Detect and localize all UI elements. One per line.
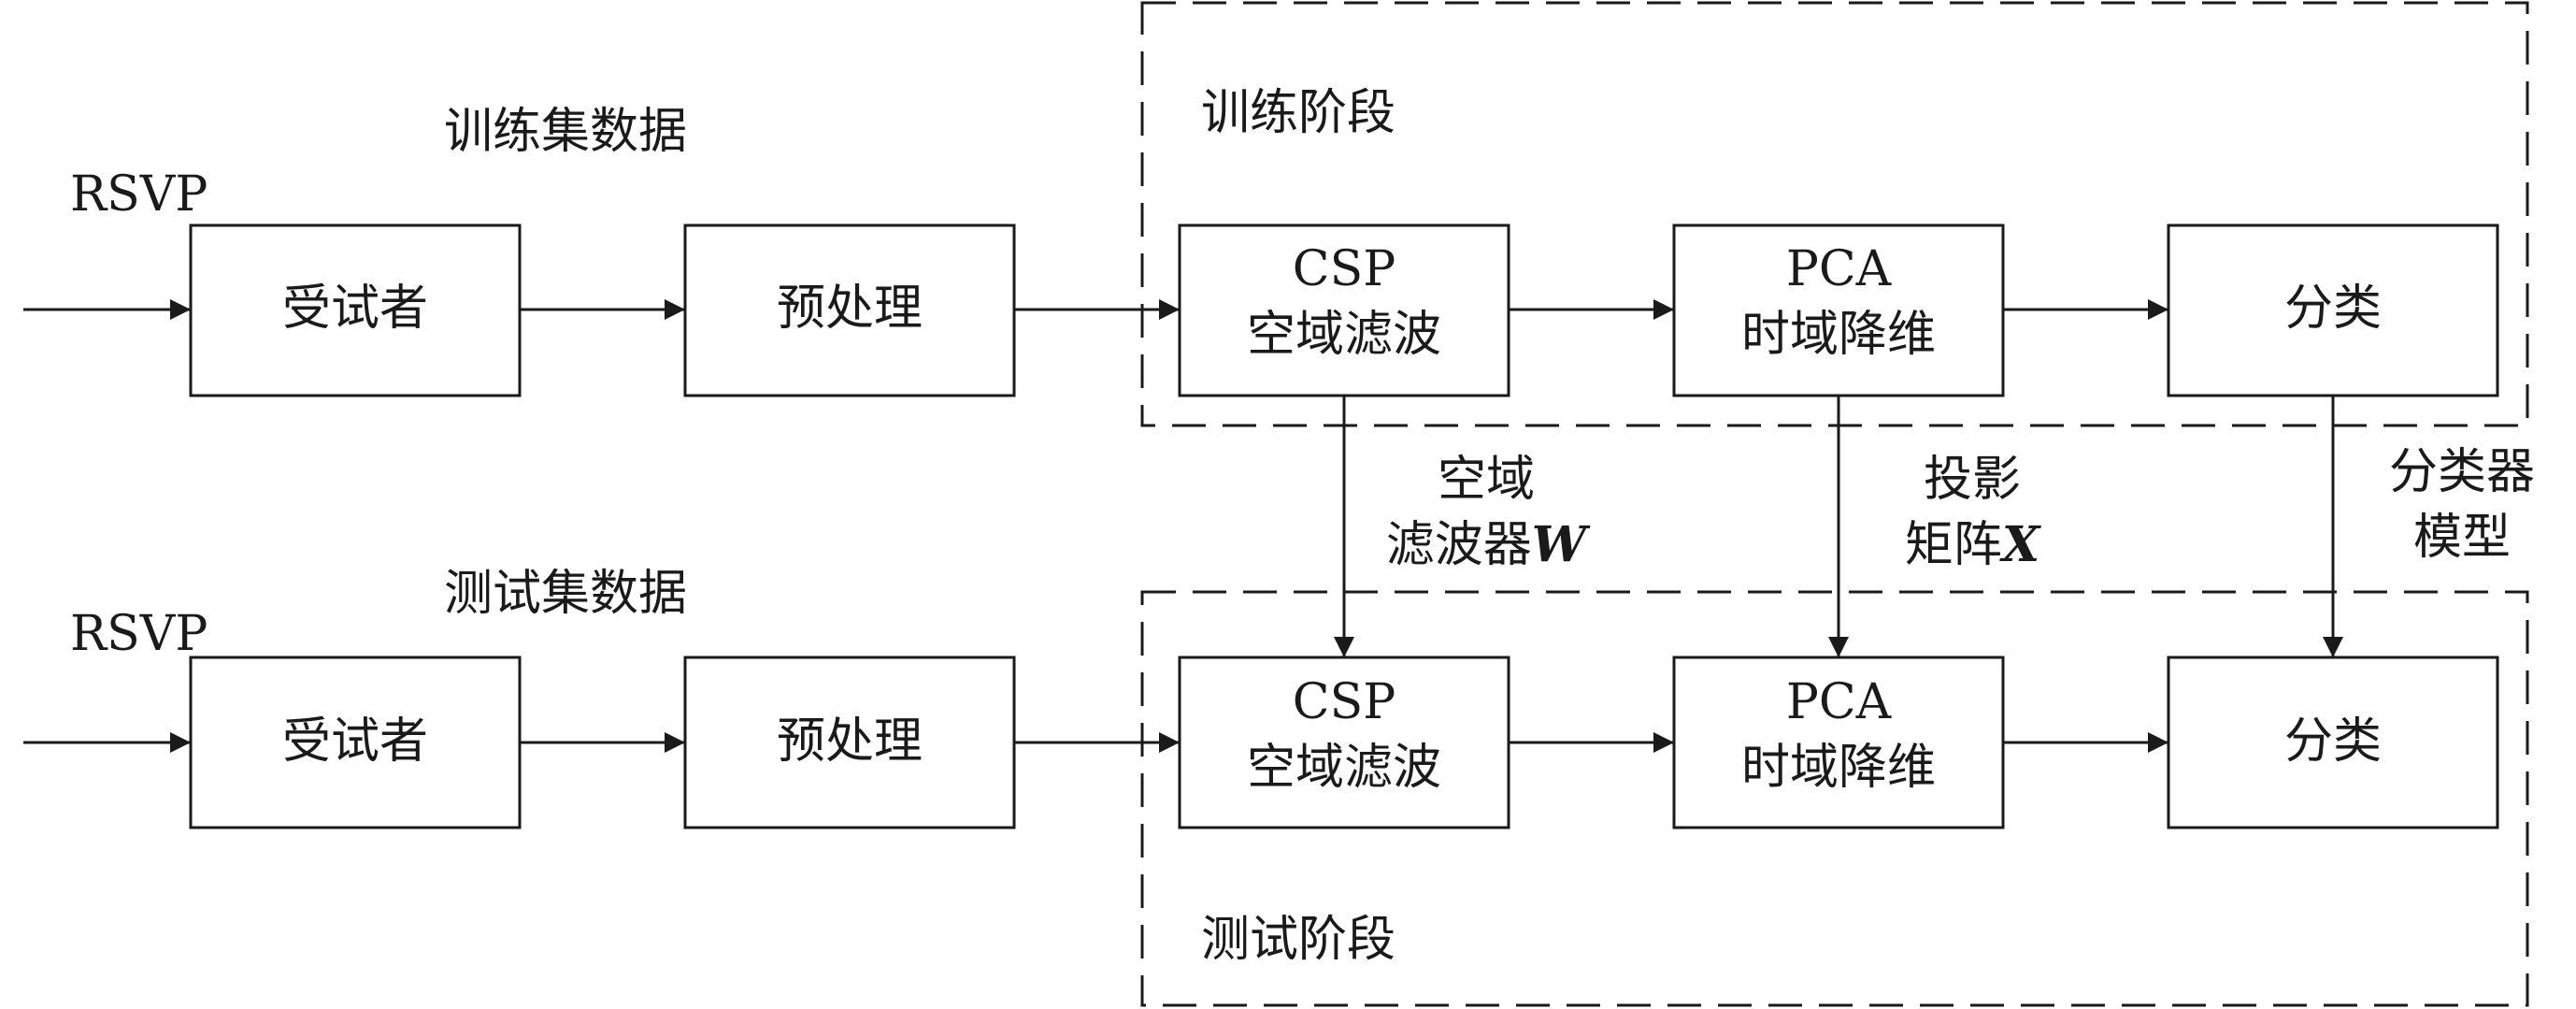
train-subject-label: 受试者 bbox=[282, 281, 428, 337]
test-pca-box bbox=[1672, 656, 2005, 829]
train-data-label: 训练集数据 bbox=[444, 104, 687, 160]
test-pca-line2: 时域降维 bbox=[1741, 740, 1936, 796]
test-csp-line2: 空域滤波 bbox=[1247, 740, 1441, 796]
train-rsvp-label: RSVP bbox=[70, 166, 208, 223]
train-pca-line1: PCA bbox=[1786, 241, 1893, 297]
train-pca-line2: 时域降维 bbox=[1741, 307, 1936, 363]
testing-stage-region bbox=[1140, 590, 2529, 1007]
test-data-label: 测试集数据 bbox=[444, 566, 687, 622]
model-label-line1: 分类器 bbox=[2389, 444, 2535, 500]
train-preprocess-label: 预处理 bbox=[777, 281, 923, 337]
test-rsvp-label: RSVP bbox=[70, 606, 208, 662]
projection-label-line2: 矩阵X bbox=[1905, 516, 2042, 573]
train-pca-box bbox=[1672, 223, 2005, 397]
train-preprocess-box bbox=[683, 223, 1016, 397]
test-classify-box bbox=[2167, 656, 2499, 829]
test-preprocess-label: 预处理 bbox=[777, 714, 923, 770]
filter-label-line2: 滤波器W bbox=[1386, 516, 1591, 573]
train-csp-line1: CSP bbox=[1293, 241, 1395, 297]
test-subject-label: 受试者 bbox=[282, 714, 428, 770]
train-subject-box bbox=[189, 223, 522, 397]
projection-label-line1: 投影 bbox=[1924, 452, 2021, 508]
test-preprocess-box bbox=[683, 656, 1016, 829]
train-csp-line2: 空域滤波 bbox=[1247, 307, 1441, 363]
test-pca-line1: PCA bbox=[1786, 674, 1893, 730]
model-label-line2: 模型 bbox=[2413, 510, 2511, 566]
train-csp-box bbox=[1178, 223, 1510, 397]
filter-symbol: W bbox=[1532, 516, 1591, 573]
projection-symbol: X bbox=[1999, 516, 2042, 573]
training-stage-region bbox=[1140, 1, 2529, 427]
filter-label-line1: 空域 bbox=[1438, 452, 1535, 508]
filter-label-prefix: 滤波器 bbox=[1386, 517, 1532, 573]
train-classify-box bbox=[2167, 223, 2499, 397]
test-stage-label: 测试阶段 bbox=[1201, 912, 1395, 968]
test-csp-line1: CSP bbox=[1293, 674, 1395, 730]
test-classify-label: 分类 bbox=[2284, 714, 2382, 770]
train-stage-label: 训练阶段 bbox=[1201, 85, 1395, 141]
test-subject-box bbox=[189, 656, 522, 829]
projection-label-prefix: 矩阵 bbox=[1905, 517, 2002, 573]
train-classify-label: 分类 bbox=[2284, 281, 2382, 337]
